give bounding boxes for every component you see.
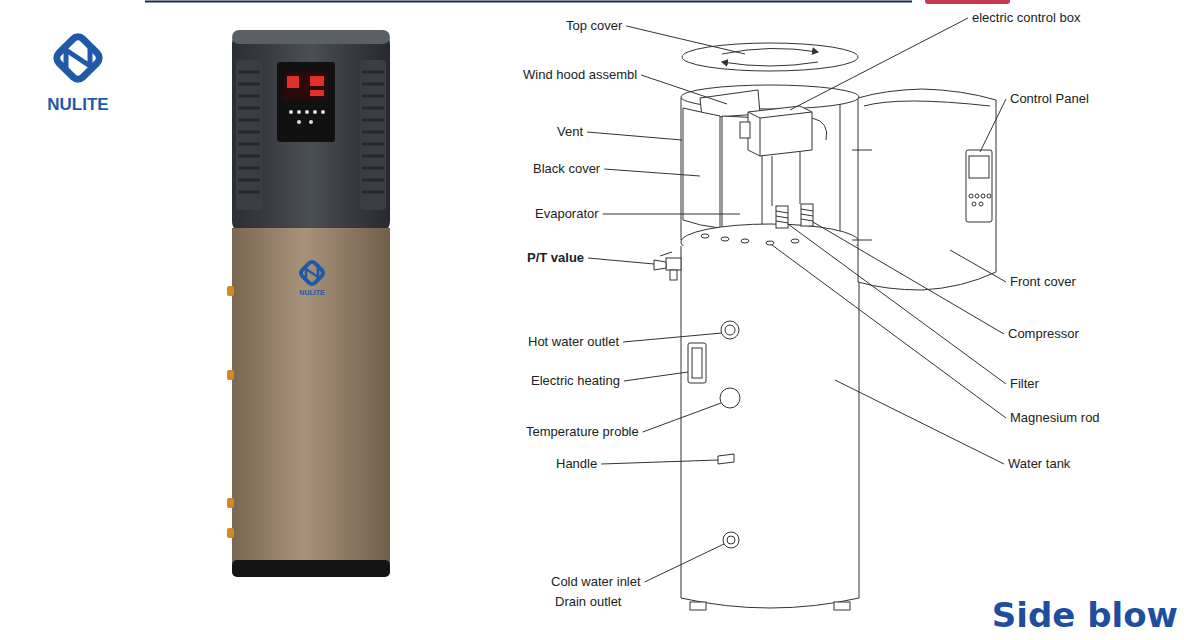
leader-line [626,26,745,54]
caption: Side blow [992,594,1178,636]
part-label: Top cover [566,18,622,34]
leader-line [641,75,727,104]
part-label: Wind hood assembl [523,67,637,83]
part-label: Compressor [1008,326,1079,342]
part-label: Magnesium rod [1010,410,1100,426]
part-label: Electric heating [531,373,620,389]
part-label: Black cover [533,161,600,177]
leader-line [601,460,718,464]
part-label: Hot water outlet [528,334,619,350]
part-label: electric control box [972,10,1080,26]
part-label: Filter [1010,376,1039,392]
part-label: Cold water inlet [551,574,641,590]
leader-line [643,403,721,432]
leader-line [788,224,1006,384]
part-label: Temperature proble [526,424,639,440]
leader-line [604,169,700,176]
exploded-drawing [654,43,996,610]
leader-line [588,258,654,264]
part-label: Handle [556,456,597,472]
part-label: Control Panel [1010,91,1089,107]
leader-line [587,132,682,140]
leader-line [623,333,722,342]
leader-line [835,380,1004,464]
leader-lines [587,18,1006,582]
leader-line [624,372,688,381]
leader-line [950,250,1006,282]
leader-line [603,214,740,215]
part-label: Drain outlet [555,594,621,610]
part-label: Front cover [1010,274,1076,290]
leader-line [980,99,1006,152]
part-label: Vent [557,124,583,140]
top-accent [925,0,1010,4]
product-image [227,30,390,577]
part-label: P/T value [527,250,584,266]
part-label: Evaporator [535,206,599,222]
leader-line [772,245,1006,418]
leader-line [813,222,1004,334]
leader-line [645,544,724,582]
logo-text: NULITE [47,94,108,115]
logo-mark [54,34,102,82]
top-rule [145,1,912,3]
leader-line [790,18,968,110]
product-logo-text: NULITE [299,288,324,297]
part-label: Water tank [1008,456,1070,472]
